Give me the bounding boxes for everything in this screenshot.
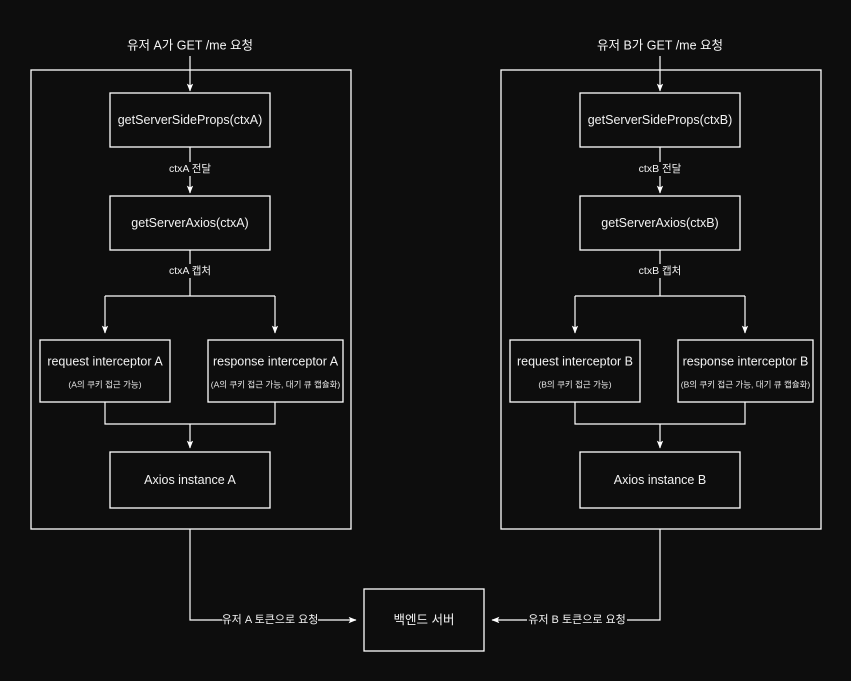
- lane-a-request-interceptor-note: (A의 쿠키 접근 가능): [68, 379, 141, 389]
- backend-server-group: 백엔드 서버: [363, 588, 485, 652]
- lane-b-request-interceptor-note: (B의 쿠키 접근 가능): [538, 379, 611, 389]
- lane-b-request-interceptor-title: request interceptor B: [517, 354, 633, 368]
- lane-b-container: [500, 69, 822, 530]
- lane-b-backend-label-bg: [527, 612, 627, 627]
- lane-b-entry-label: 유저 B가 GET /me 요청: [597, 38, 723, 52]
- lane-b-capture-ctx-label: ctxB 캡처: [639, 265, 682, 277]
- lane-b-getserveraxios-label: getServerAxios(ctxB): [601, 216, 718, 230]
- lane-a-entry-label: 유저 A가 GET /me 요청: [127, 38, 253, 52]
- lane-a-node-request-interceptor[interactable]: [39, 339, 171, 403]
- lane-b-node-request-interceptor[interactable]: [509, 339, 641, 403]
- lane-b-response-interceptor-title: response interceptor B: [683, 354, 809, 368]
- lane-b-pass-ctx-label: ctxB 전달: [639, 163, 682, 175]
- lane-b-backend-edge-label: 유저 B 토큰으로 요청: [528, 613, 625, 626]
- lane-a-getserveraxios-label: getServerAxios(ctxA): [131, 216, 248, 230]
- lane-a-capture-ctx-label-bg: [160, 264, 220, 278]
- lane-b-node-response-interceptor[interactable]: [677, 339, 814, 403]
- lane-a-merge-bar: [104, 402, 276, 425]
- lane-a-response-interceptor-title: response interceptor A: [213, 354, 339, 368]
- lane-b-group: 유저 B가 GET /me 요청 getServerSideProps(ctxB…: [491, 38, 822, 627]
- lane-a-node-response-interceptor[interactable]: [207, 339, 344, 403]
- backend-server-label: 백엔드 서버: [394, 613, 455, 627]
- lane-a-capture-ctx-label: ctxA 캡처: [169, 265, 211, 277]
- lane-b-response-interceptor-note: (B의 쿠키 접근 가능, 대기 큐 캡슐화): [681, 379, 811, 389]
- lane-a-pass-ctx-label-bg: [160, 162, 220, 176]
- lane-b-pass-ctx-label-bg: [630, 162, 690, 176]
- lane-b-backend-connector: [491, 529, 661, 624]
- lane-a-backend-connector: [189, 529, 357, 624]
- lane-a-request-interceptor-title: request interceptor A: [47, 354, 163, 368]
- lane-b-merge-bar: [574, 402, 746, 425]
- backend-server-node[interactable]: [363, 588, 485, 652]
- lane-a-backend-edge-label: 유저 A 토큰으로 요청: [222, 613, 319, 626]
- lane-a-node-axios-instance[interactable]: [109, 451, 271, 509]
- lane-b-node-axios-instance[interactable]: [579, 451, 741, 509]
- lane-a-response-interceptor-note: (A의 쿠키 접근 가능, 대기 큐 캡슐화): [211, 379, 341, 389]
- lane-b-axios-instance-label: Axios instance B: [614, 473, 706, 487]
- lane-a-container: [30, 69, 352, 530]
- lane-a-getserversideprops-label: getServerSideProps(ctxA): [118, 113, 263, 127]
- lane-a-pass-ctx-label: ctxA 전달: [169, 163, 211, 175]
- lane-a-group: 유저 A가 GET /me 요청 getServerSideProps(ctxA…: [30, 38, 357, 627]
- lane-a-backend-label-bg: [222, 612, 318, 627]
- lane-b-getserversideprops-label: getServerSideProps(ctxB): [588, 113, 733, 127]
- lane-a-axios-instance-label: Axios instance A: [144, 473, 236, 487]
- lane-b-capture-ctx-label-bg: [630, 264, 690, 278]
